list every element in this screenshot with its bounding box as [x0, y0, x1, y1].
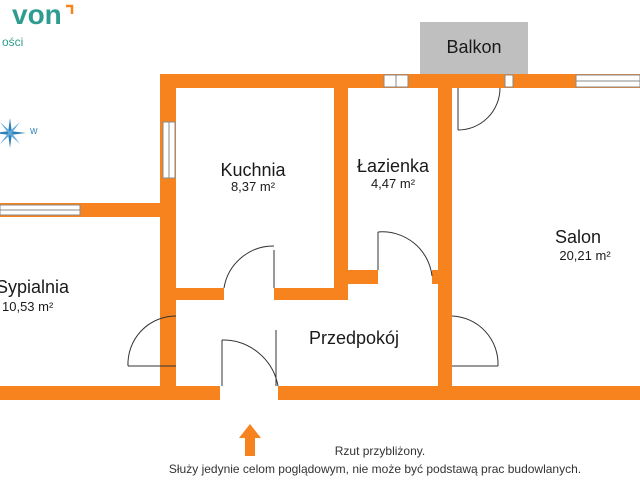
footer-note-line1: Rzut przybliżony.	[335, 444, 425, 458]
windows	[0, 74, 640, 216]
kitchen-left-wall	[160, 74, 176, 386]
hallway-name: Przedpokój	[309, 328, 399, 348]
living-room-name: Salon	[555, 227, 601, 247]
bedroom-name: Sypialnia	[0, 277, 70, 297]
bathroom-bottom-wall-left	[348, 270, 378, 284]
kitchen-right-wall	[334, 74, 348, 300]
bedroom-area: 10,53 m²	[2, 299, 54, 314]
compass-label: W	[30, 127, 38, 136]
balcony-area	[420, 22, 528, 74]
balcony-label: Balkon	[446, 37, 501, 57]
bottom-wall-left	[0, 386, 220, 400]
logo-text: von	[12, 0, 62, 30]
living-room-area: 20,21 m²	[559, 248, 611, 263]
walls	[0, 74, 640, 400]
doors	[127, 87, 501, 387]
kitchen-bottom-wall-left	[176, 288, 224, 300]
compass-rose-icon	[0, 118, 26, 148]
logo-accent-icon	[66, 4, 74, 14]
kitchen-name: Kuchnia	[220, 160, 286, 180]
balcony-door-frame	[504, 74, 514, 88]
footer-note-line2: Służy jedynie celom poglądowym, nie może…	[169, 462, 581, 476]
bathroom-name: Łazienka	[357, 156, 430, 176]
kitchen-area: 8,37 m²	[231, 179, 276, 194]
bottom-wall-right	[278, 386, 640, 400]
bathroom-right-wall	[438, 74, 452, 392]
bathroom-area: 4,47 m²	[371, 176, 416, 191]
kitchen-bottom-wall-right	[274, 288, 348, 300]
logo-subtitle: ości	[2, 35, 23, 49]
arrow-up-icon	[239, 424, 261, 456]
